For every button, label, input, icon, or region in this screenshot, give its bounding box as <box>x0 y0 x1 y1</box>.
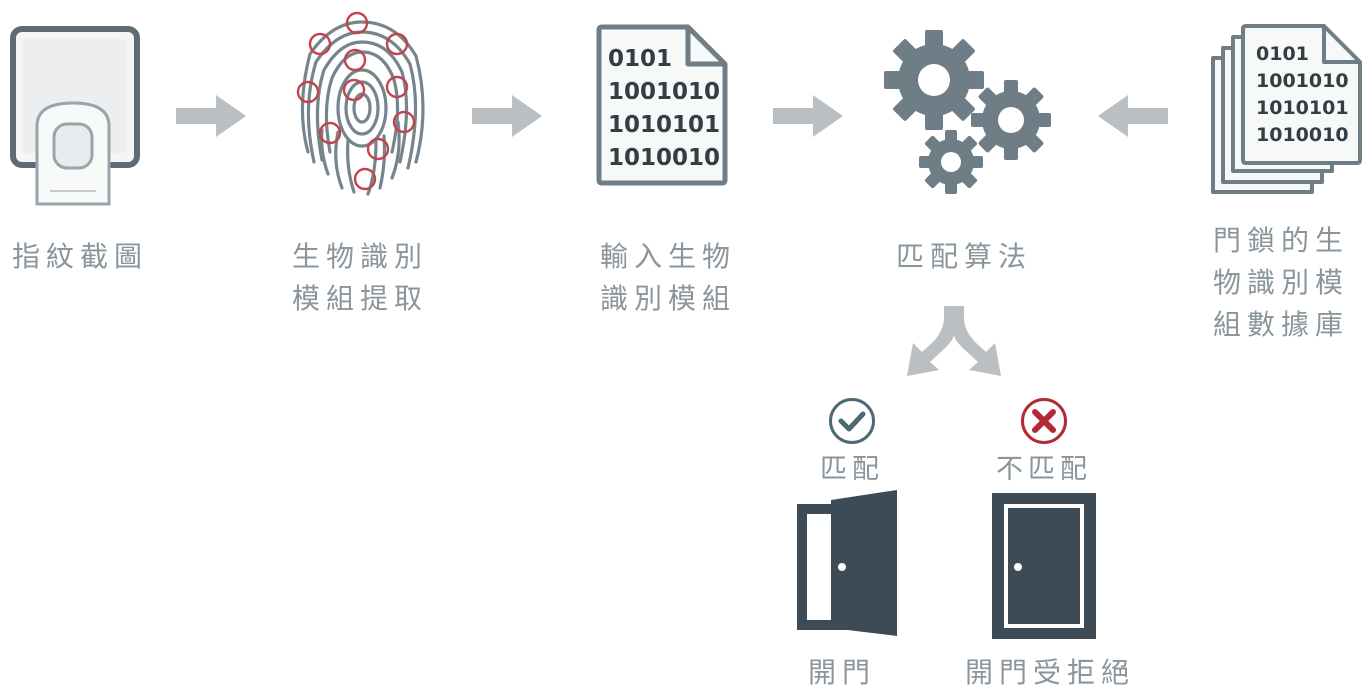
arrow-right-icon <box>176 95 246 137</box>
fingerprint-icon <box>296 11 425 196</box>
input-binary-line1: 0101 <box>608 46 672 72</box>
fingerprint-scanner-icon <box>10 26 140 206</box>
match-algorithm-label: 匹配算法 <box>895 240 1032 273</box>
input-label-line2: 識別模組 <box>599 282 736 315</box>
input-binary-line4: 1010010 <box>608 145 720 171</box>
split-arrow-icon <box>907 306 1001 376</box>
input-label-line1: 輸入生物 <box>599 240 736 273</box>
arrow-right-icon <box>773 95 843 137</box>
database-label-line3: 組數據庫 <box>1212 308 1349 341</box>
database-label-line2: 物識別模 <box>1212 266 1349 299</box>
database-label: 門鎖的生 物識別模 組數據庫 <box>1196 220 1366 346</box>
door-open-label: 開門 <box>807 656 876 689</box>
extract-label: 生物識別 模組提取 <box>270 236 450 320</box>
database-binary-line3: 1010101 <box>1256 97 1349 119</box>
extract-label-line1: 生物識別 <box>291 240 428 273</box>
check-icon <box>829 398 875 444</box>
database-binary-line1: 0101 <box>1256 43 1309 65</box>
cross-icon <box>1021 398 1067 444</box>
scan-label: 指紋截圖 <box>11 240 148 273</box>
input-binary-line3: 1010101 <box>608 112 720 138</box>
input-binary-line2: 1001010 <box>608 79 720 105</box>
nomatch-result-label: 不匹配 <box>996 454 1092 485</box>
match-result-label: 匹配 <box>820 454 884 485</box>
door-denied-label: 開門受拒絕 <box>964 656 1135 689</box>
database-label-line1: 門鎖的生 <box>1212 224 1349 257</box>
arrow-left-icon <box>1098 95 1168 137</box>
input-label: 輸入生物 識別模組 <box>578 236 758 320</box>
closed-door-icon <box>992 493 1096 639</box>
gears-icon <box>884 30 1051 194</box>
arrow-right-icon <box>472 95 542 137</box>
database-documents-icon: 0101 1001010 1010101 1010010 <box>1211 24 1362 194</box>
open-door-icon <box>797 490 897 636</box>
database-binary-line4: 1010010 <box>1256 124 1349 146</box>
extract-label-line2: 模組提取 <box>291 282 428 315</box>
database-binary-line2: 1001010 <box>1256 70 1349 92</box>
binary-document-icon: 0101 1001010 1010101 1010010 <box>596 24 728 186</box>
